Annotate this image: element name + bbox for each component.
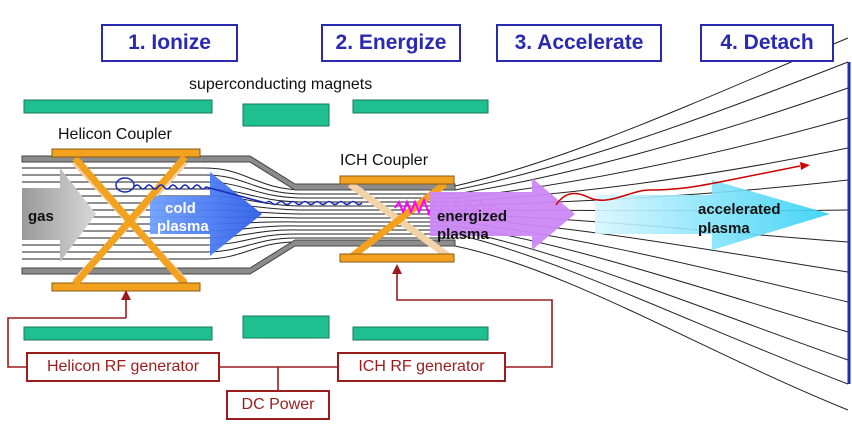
energized-plasma-label-2: plasma — [437, 226, 489, 243]
dc-power-label: DC Power — [241, 396, 315, 413]
ich-coupler-shape — [347, 181, 451, 261]
magnet-block — [242, 315, 330, 339]
particle-arrowhead — [800, 162, 810, 170]
helicon-wave — [133, 184, 363, 206]
magnet-block — [352, 326, 489, 341]
magnet-block — [23, 99, 213, 114]
helicon-coupler-bar-top — [51, 148, 201, 158]
gas-arrow — [22, 168, 96, 262]
cold-plasma-label-1: cold — [165, 200, 196, 217]
chamber-wall-top — [21, 155, 456, 191]
accelerated-plasma-label-2: plasma — [698, 220, 750, 237]
helicon-coupler-label: Helicon Coupler — [58, 126, 172, 143]
magnets-label: superconducting magnets — [189, 76, 373, 93]
stage-ionize-label: 1. Ionize — [128, 31, 211, 54]
helicon-coupler-bar-bottom — [51, 282, 201, 292]
electron-orbit — [115, 177, 135, 193]
accelerated-plasma-label-1: accelerated — [698, 201, 781, 218]
chamber-walls — [21, 155, 456, 275]
magnet-block — [242, 103, 330, 127]
energized-plasma-label-1: energized — [437, 208, 508, 225]
energized-plasma-arrow — [430, 178, 575, 250]
helicon-rf-generator-label: Helicon RF generator — [46, 358, 200, 375]
accelerated-plasma-arrow — [595, 180, 830, 250]
ich-coupler-bar-top — [339, 175, 455, 185]
helicon-feed-arrow — [121, 290, 131, 300]
magnet-block — [23, 326, 213, 341]
magnets-bottom — [23, 315, 489, 341]
ich-rf-generator: ICH RF generator — [337, 352, 506, 382]
ich-feed-arrow — [392, 264, 402, 274]
stage-accelerate-label: 3. Accelerate — [514, 31, 644, 54]
stage-energize-label: 2. Energize — [335, 31, 447, 54]
helicon-coupler-diagonal — [72, 154, 188, 287]
magnets-top — [23, 99, 489, 127]
ich-coupler-bar-bottom — [339, 253, 455, 263]
generator-wiring — [7, 268, 553, 390]
particle-trajectory — [555, 165, 801, 206]
stage-ionize: 1. Ionize — [101, 24, 238, 62]
helicon-rf-generator: Helicon RF generator — [26, 352, 220, 382]
stage-energize: 2. Energize — [321, 24, 461, 62]
chamber-wall-bottom — [21, 239, 456, 275]
stage-detach: 4. Detach — [700, 24, 834, 62]
cold-plasma-arrow — [150, 172, 262, 256]
ich-coupler-label: ICH Coupler — [340, 152, 429, 169]
dc-power: DC Power — [226, 390, 330, 420]
stage-accelerate: 3. Accelerate — [496, 24, 662, 62]
gas-label: gas — [28, 208, 54, 225]
ich-rf-generator-label: ICH RF generator — [358, 358, 485, 375]
stage-detach-label: 4. Detach — [720, 31, 814, 54]
cold-plasma-label-2: plasma — [157, 218, 209, 235]
magnet-block — [352, 99, 489, 114]
